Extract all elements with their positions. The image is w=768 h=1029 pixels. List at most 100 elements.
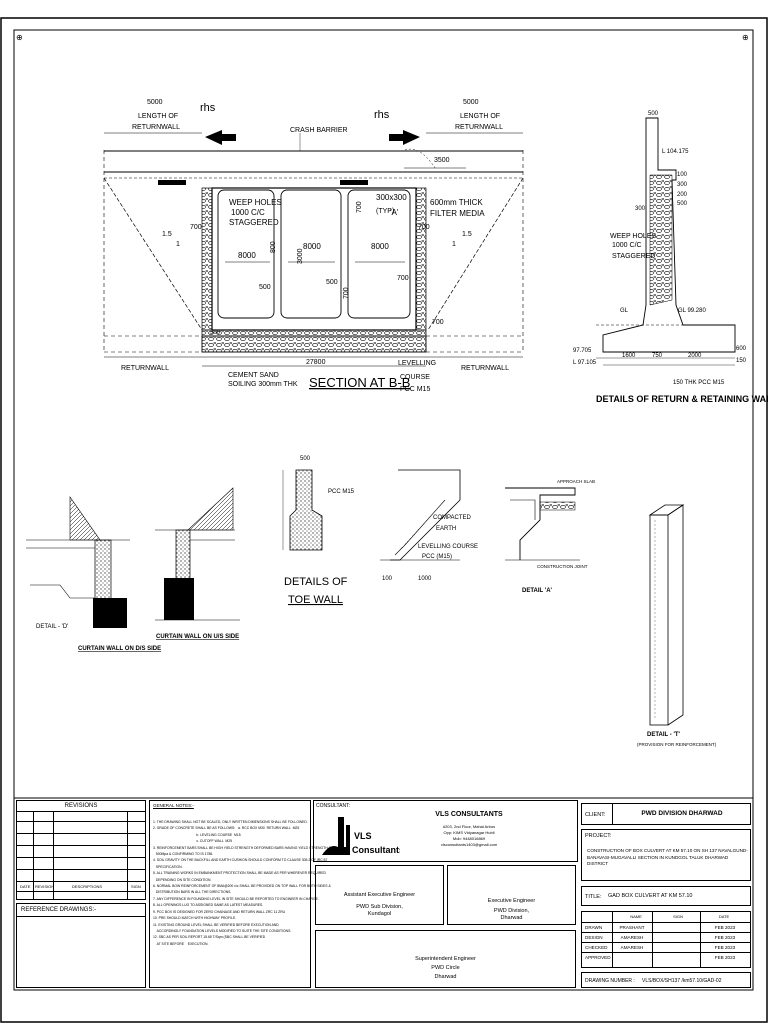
- dim-500-1: 500: [259, 284, 271, 291]
- ee-box: Executive Engineer PWD Division, Dharwad: [447, 865, 576, 925]
- project-line-2: BANAVASI-MUGAVALLI SECTION IN KUNDGOL TA…: [587, 855, 729, 866]
- dim-300: 300: [210, 330, 221, 336]
- levelling-1: LEVELLING: [398, 360, 436, 367]
- weep-holes-1: WEEP HOLES: [229, 198, 282, 207]
- inner-border: [13, 29, 754, 991]
- compacted-2: EARTH: [436, 526, 456, 532]
- return-wall-drawing: [596, 117, 736, 366]
- drawing-number-box: DRAWING NUMBER : VLS/BOX/SH137 /km57.10/…: [581, 972, 751, 988]
- detail-t-drawing: [648, 504, 685, 726]
- se-2: PWD Circle: [431, 965, 460, 971]
- signoff-role: CHECKED: [585, 945, 608, 950]
- notes-list: 1. THE DRAWING SHALL NOT BE SCALED, ONLY…: [153, 819, 333, 947]
- note-line: 12. SBC AS PER SOIL REPORT 15.65 T/Sqm (…: [153, 935, 266, 940]
- consultant-address-2: Opp: KIMS Vidyanagar Hubli: [443, 830, 495, 835]
- note-line: c. CUTOFF WALL M25: [153, 839, 233, 844]
- rev-col-sign: SIGN: [131, 884, 141, 889]
- revisions-header: REVISIONS: [64, 803, 98, 809]
- rhs-left: rhs: [200, 102, 216, 114]
- note-line: AT SITE BEFORE EXECUTION.: [153, 941, 209, 946]
- project-line-1: CONSTRUCTION OF BOX CULVERT AT KM 57.10 …: [587, 848, 748, 853]
- ee-1: Executive Engineer: [487, 898, 536, 904]
- se-1: Superintendent Engineer: [415, 956, 476, 962]
- section-title: SECTION AT B-B: [309, 375, 410, 390]
- toe-dim-100: 100: [382, 576, 393, 582]
- rev-col-descriptions: DESCRIPTIONS: [72, 884, 103, 889]
- revisions-box: REVISIONS DATE REVISION DESCRIPTIONS SIG…: [16, 800, 146, 900]
- vls-logo: VLS Consultants: [320, 815, 404, 859]
- slope-left-1: 1: [176, 241, 180, 248]
- signoff-name: PRASHANT: [619, 925, 645, 930]
- project-box: PROJECT: CONSTRUCTION OF BOX CULVERT AT …: [581, 829, 751, 881]
- consultant-box: CONSULTANT: VLS Consultants VLS CONSULTA…: [313, 800, 578, 862]
- rw-dim-300b: 300: [635, 206, 646, 212]
- rw-dim-600: 600: [736, 346, 747, 352]
- aee-2: PWD Sub Division,: [356, 904, 403, 910]
- reference-label: REFERENCE DRAWINGS:-: [21, 907, 97, 913]
- weep-holes-2: 1000 C/C: [231, 208, 265, 217]
- dim-700-d: 700: [343, 287, 350, 299]
- rw-dim-150: 150: [736, 358, 747, 364]
- reference-drawings-box: REFERENCE DRAWINGS:-: [16, 903, 146, 988]
- curtain-wall-us-drawing: [155, 487, 240, 621]
- leveling-1: LEVELLING COURSE: [418, 544, 478, 550]
- consultant-name: VLS CONSULTANTS: [435, 811, 503, 818]
- rw-dim-200: 200: [677, 192, 688, 198]
- section-bb: [103, 130, 524, 367]
- rw-weep-1: WEEP HOLES: [610, 233, 656, 240]
- detail-a-title: DETAIL 'A': [522, 588, 553, 594]
- ee-2: PWD Division,: [493, 908, 530, 914]
- rw-title: DETAILS OF RETURN & RETAINING WALL: [596, 394, 768, 404]
- svg-text:⊕: ⊕: [742, 33, 749, 42]
- returnwall-length-left-1: LENGTH OF: [138, 113, 178, 120]
- consultant-label: CONSULTANT:: [316, 803, 350, 809]
- detail-d-title: DETAIL - 'D': [36, 624, 68, 630]
- note-line: 8. ALL OPENINGS LUG TO ASSIGNED SAME AS …: [153, 903, 264, 908]
- dim-700-e: 700: [356, 201, 363, 213]
- rw-dim-750: 750: [652, 353, 663, 359]
- signoff-name: AMARESH: [620, 945, 644, 950]
- signoff-col-sign: SIGN: [673, 914, 683, 919]
- span-8000-2: 8000: [303, 242, 321, 251]
- weep-holes-3: STAGGERED: [229, 218, 279, 227]
- rw-dim-500: 500: [648, 111, 659, 117]
- compacted-1: COMPACTED: [433, 515, 472, 521]
- client-name: PWD DIVISION DHARWAD: [641, 810, 723, 817]
- aee-box: Assistant Executive Engineer PWD Sub Div…: [315, 865, 444, 925]
- aee-1: Assistant Executive Engineer: [343, 892, 416, 898]
- cement-sand-1: CEMENT SAND: [228, 372, 279, 379]
- rw-weep-2: 1000 C/C: [612, 242, 642, 249]
- note-line: 500Mpa & CONFIRMING TO IS 1786.: [153, 852, 214, 857]
- returnwall-right: RETURNWALL: [461, 365, 509, 372]
- toe-wall-drawing: [282, 469, 323, 551]
- rhs-right: rhs: [374, 109, 390, 121]
- span-8000-3: 8000: [371, 242, 389, 251]
- signoff-name: AMARESH: [620, 935, 644, 940]
- haunch-2: (TYP): [376, 208, 394, 215]
- returnwall-length-right-2: RETURNWALL: [455, 124, 503, 131]
- rw-dim-100: 100: [677, 172, 688, 178]
- signoff-col-name: NAME: [630, 914, 642, 919]
- toe-dim-1000: 1000: [418, 576, 432, 582]
- logo-text-2: Consultants: [352, 845, 400, 855]
- signoff-date: FEB 2023: [714, 925, 736, 930]
- se-3: Dharwad: [434, 974, 457, 980]
- returnwall-length-right-1: LENGTH OF: [460, 113, 500, 120]
- dim-3500: 3500: [434, 157, 450, 164]
- dim-700-c: 700: [397, 275, 409, 282]
- total-length: 27800: [306, 359, 326, 366]
- levelling-3: PCC M15: [400, 386, 430, 393]
- haunch-1: 300x300: [376, 193, 407, 202]
- curtain-us-title: CURTAIN WALL ON U/S SIDE: [156, 634, 239, 640]
- rw-dim-500b: 500: [677, 201, 688, 207]
- levelling-2: COURSE: [400, 374, 430, 381]
- toe-pcc: PCC M15: [328, 489, 355, 495]
- rw-level-top: L 104.175: [662, 149, 689, 155]
- note-line: 2. GRADE OF CONCRETE SHALL BE AS FOLLOWS…: [153, 826, 300, 831]
- toe-title-1: DETAILS OF: [284, 576, 348, 588]
- svg-text:⊕: ⊕: [16, 33, 23, 42]
- consultant-address-1: #203, 2nd Floor, Mahal Arbos: [442, 824, 496, 829]
- returnwall-length-left-2: RETURNWALL: [132, 124, 180, 131]
- rev-col-date: DATE: [20, 884, 31, 889]
